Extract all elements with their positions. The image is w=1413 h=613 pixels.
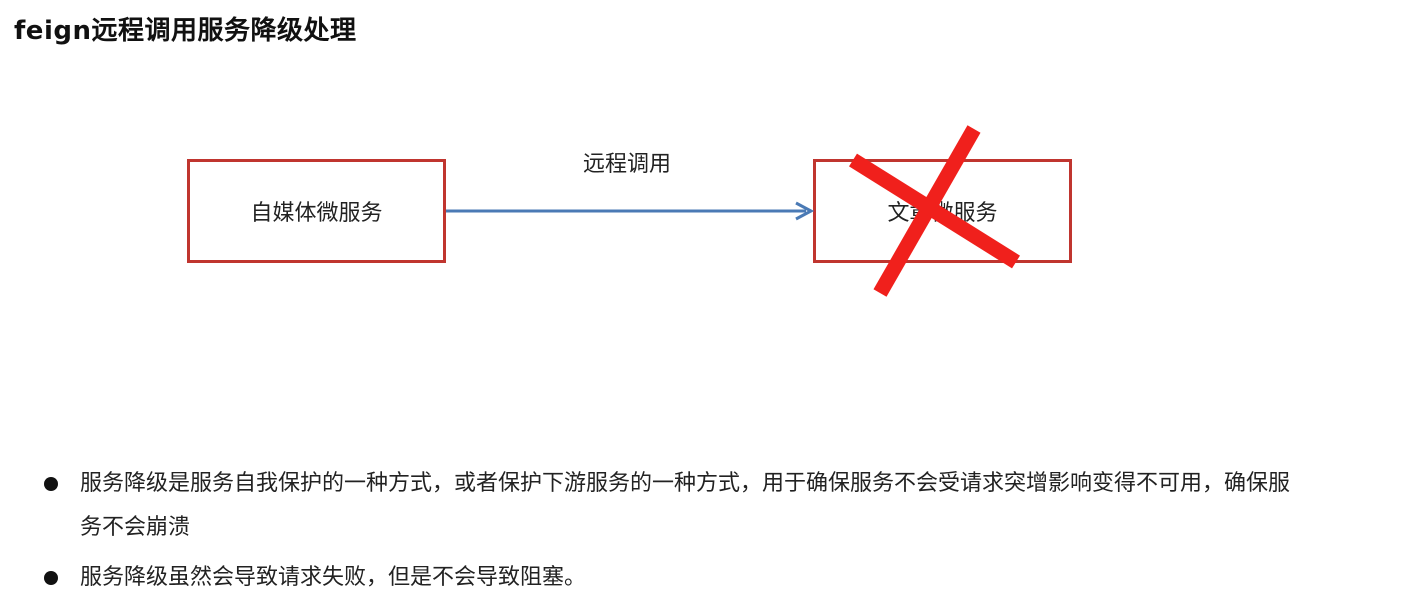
- bullet-text: 服务降级虽然会导致请求失败，但是不会导致阻塞。: [80, 565, 587, 590]
- list-item: 服务降级虽然会导致请求失败，但是不会导致阻塞。: [40, 556, 1340, 600]
- bullet-list: 服务降级是服务自我保护的一种方式，或者保护下游服务的一种方式，用于确保服务不会受…: [40, 462, 1340, 606]
- bullet-dot-icon: [44, 571, 58, 585]
- source-service-label: 自媒体微服务: [250, 201, 383, 226]
- page-title: feign远程调用服务降级处理: [14, 16, 357, 46]
- call-arrow-head: [795, 201, 815, 221]
- bullet-dot-icon: [44, 477, 58, 491]
- list-item: 服务降级是服务自我保护的一种方式，或者保护下游服务的一种方式，用于确保服务不会受…: [40, 462, 1340, 550]
- call-arrow: [446, 201, 815, 221]
- edge-label: 远程调用: [583, 152, 672, 177]
- target-service-box: 文章微服务: [813, 159, 1072, 263]
- source-service-box: 自媒体微服务: [187, 159, 446, 263]
- target-service-label: 文章微服务: [887, 201, 998, 226]
- bullet-text: 服务降级是服务自我保护的一种方式，或者保护下游服务的一种方式，用于确保服务不会受…: [80, 471, 1291, 540]
